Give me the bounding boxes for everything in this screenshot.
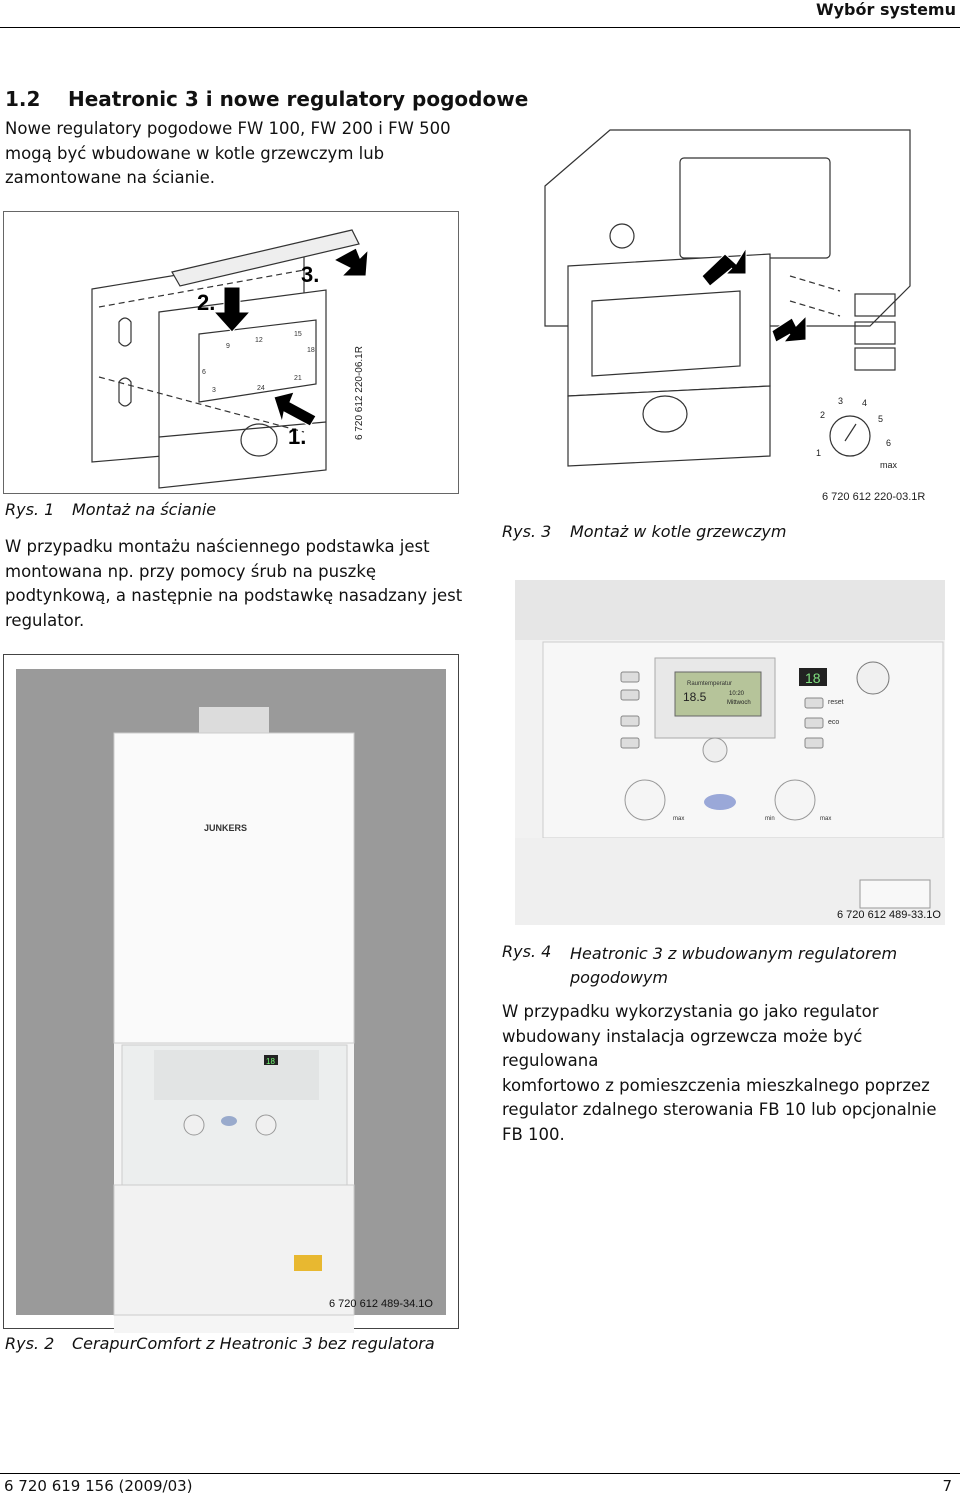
- knob-label: 5: [878, 414, 883, 424]
- dial-label: 3: [212, 387, 216, 394]
- paragraph-line: W przypadku wykorzystania go jako regula…: [502, 1002, 879, 1021]
- figure-code: 6 720 612 489-34.1O: [329, 1298, 433, 1310]
- eco-button-label: eco: [828, 719, 839, 726]
- dial-label: 21: [294, 375, 302, 382]
- paragraph-line: FB 100.: [502, 1124, 565, 1144]
- figure-3-label: Rys. 3: [502, 522, 552, 541]
- figure-4-label: Rys. 4: [502, 942, 552, 961]
- figure-3-caption: Montaż w kotle grzewczym: [570, 522, 787, 541]
- figure-1-caption: Montaż na ścianie: [72, 500, 217, 519]
- figure-code: 6 720 612 220-03.1R: [822, 491, 925, 503]
- wall-mounting-drawing: 12 15 18 21 24 3 6 9 1. 2. 3. 6 720 612 …: [91, 229, 369, 489]
- figure-2-label: Rys. 2: [5, 1334, 55, 1353]
- boiler-photo: JUNKERS 18 6 720 612 489-34.1O: [16, 669, 446, 1333]
- wall-mount-paragraph: W przypadku montażu naściennego podstawk…: [5, 535, 462, 633]
- knob-min-label: min: [765, 816, 775, 822]
- section-title: Heatronic 3 i nowe regulatory pogodowe: [68, 87, 529, 111]
- paragraph-line: podtynkową, a następnie na podstawkę nas…: [5, 586, 463, 605]
- dial-label: 24: [257, 385, 265, 392]
- brand-logo: JUNKERS: [204, 823, 247, 833]
- knob-label: 6: [886, 438, 891, 448]
- figure-1-label: Rys. 1: [5, 500, 55, 519]
- intro-line: mogą być wbudowane w kotle grzewczym lub: [5, 143, 385, 163]
- figure-code: 6 720 612 489-33.1O: [837, 909, 941, 921]
- boiler-display: 18: [805, 670, 821, 686]
- header-title: Wybór systemu: [815, 0, 956, 19]
- figure-3-boiler-mounting: 1 2 3 4 5 6 max 6 720 612 220-03.1R: [500, 126, 925, 503]
- intro-line: zamontowane na ścianie.: [5, 168, 216, 187]
- footer-doc-number: 6 720 619 156 (2009/03): [4, 1477, 193, 1495]
- step-label: 3.: [301, 262, 319, 287]
- knob-label: 2: [820, 410, 825, 420]
- intro-paragraph: Nowe regulatory pogodowe FW 100, FW 200 …: [5, 117, 451, 191]
- dial-label: 18: [307, 347, 315, 354]
- screen-temp: 18.5: [683, 690, 707, 704]
- knob-label: 1: [816, 448, 821, 458]
- section-number: 1.2: [5, 87, 41, 111]
- caption-line: pogodowym: [570, 968, 668, 987]
- dial-label: 15: [294, 331, 302, 338]
- step-label: 1.: [288, 424, 306, 449]
- figure-2-boiler-photo: JUNKERS 18 6 720 612 489-34.1O: [3, 654, 459, 1333]
- footer-rule: [0, 1473, 960, 1474]
- knob-label: 3: [838, 396, 843, 406]
- figure-1-wall-mounting: 12 15 18 21 24 3 6 9 1. 2. 3. 6 720 612 …: [3, 211, 459, 494]
- step-label: 2.: [197, 290, 215, 315]
- screen-title: Raumtemperatur: [687, 681, 732, 687]
- paragraph-line: regulator zdalnego sterowania FB 10 lub …: [502, 1100, 937, 1119]
- figure-4-caption: Heatronic 3 z wbudowanym regulatorem pog…: [570, 942, 897, 990]
- knob-max-label: max: [673, 816, 684, 822]
- dial-label: 9: [226, 343, 230, 350]
- figure-2-caption: CerapurComfort z Heatronic 3 bez regulat…: [72, 1334, 435, 1353]
- figure-4-control-panel-photo: Raumtemperatur 18.5 10:20 Mittwoch 18 re…: [515, 580, 945, 925]
- knob-label: 4: [862, 398, 867, 408]
- screen-day: Mittwoch: [727, 700, 751, 706]
- dial-label: 12: [255, 337, 263, 344]
- builtin-paragraph: W przypadku wykorzystania go jako regula…: [502, 1000, 960, 1147]
- screen-time: 10:20: [729, 691, 745, 697]
- boiler-mounting-drawing: 1 2 3 4 5 6 max 6 720 612 220-03.1R: [544, 129, 925, 503]
- intro-line: Nowe regulatory pogodowe FW 100, FW 200 …: [5, 119, 451, 138]
- caption-line: Heatronic 3 z wbudowanym regulatorem: [570, 944, 898, 963]
- control-panel-photo: Raumtemperatur 18.5 10:20 Mittwoch 18 re…: [515, 580, 945, 925]
- paragraph-line: komfortowo z pomieszczenia mieszkalnego …: [502, 1075, 930, 1095]
- boiler-display: 18: [266, 1057, 275, 1066]
- knob-label: max: [880, 460, 898, 470]
- knob-max-label: max: [820, 816, 831, 822]
- paragraph-line: montowana np. przy pomocy śrub na puszkę: [5, 561, 377, 581]
- paragraph-line: W przypadku montażu naściennego podstawk…: [5, 537, 430, 556]
- reset-button-label: reset: [828, 699, 844, 706]
- header-rule: [0, 27, 960, 28]
- figure-code: 6 720 612 220-06.1R: [354, 346, 365, 440]
- paragraph-line: regulator.: [5, 610, 85, 630]
- footer-page-number: 7: [942, 1477, 952, 1495]
- dial-label: 6: [202, 369, 206, 376]
- paragraph-line: wbudowany instalacja ogrzewcza może być …: [502, 1026, 863, 1071]
